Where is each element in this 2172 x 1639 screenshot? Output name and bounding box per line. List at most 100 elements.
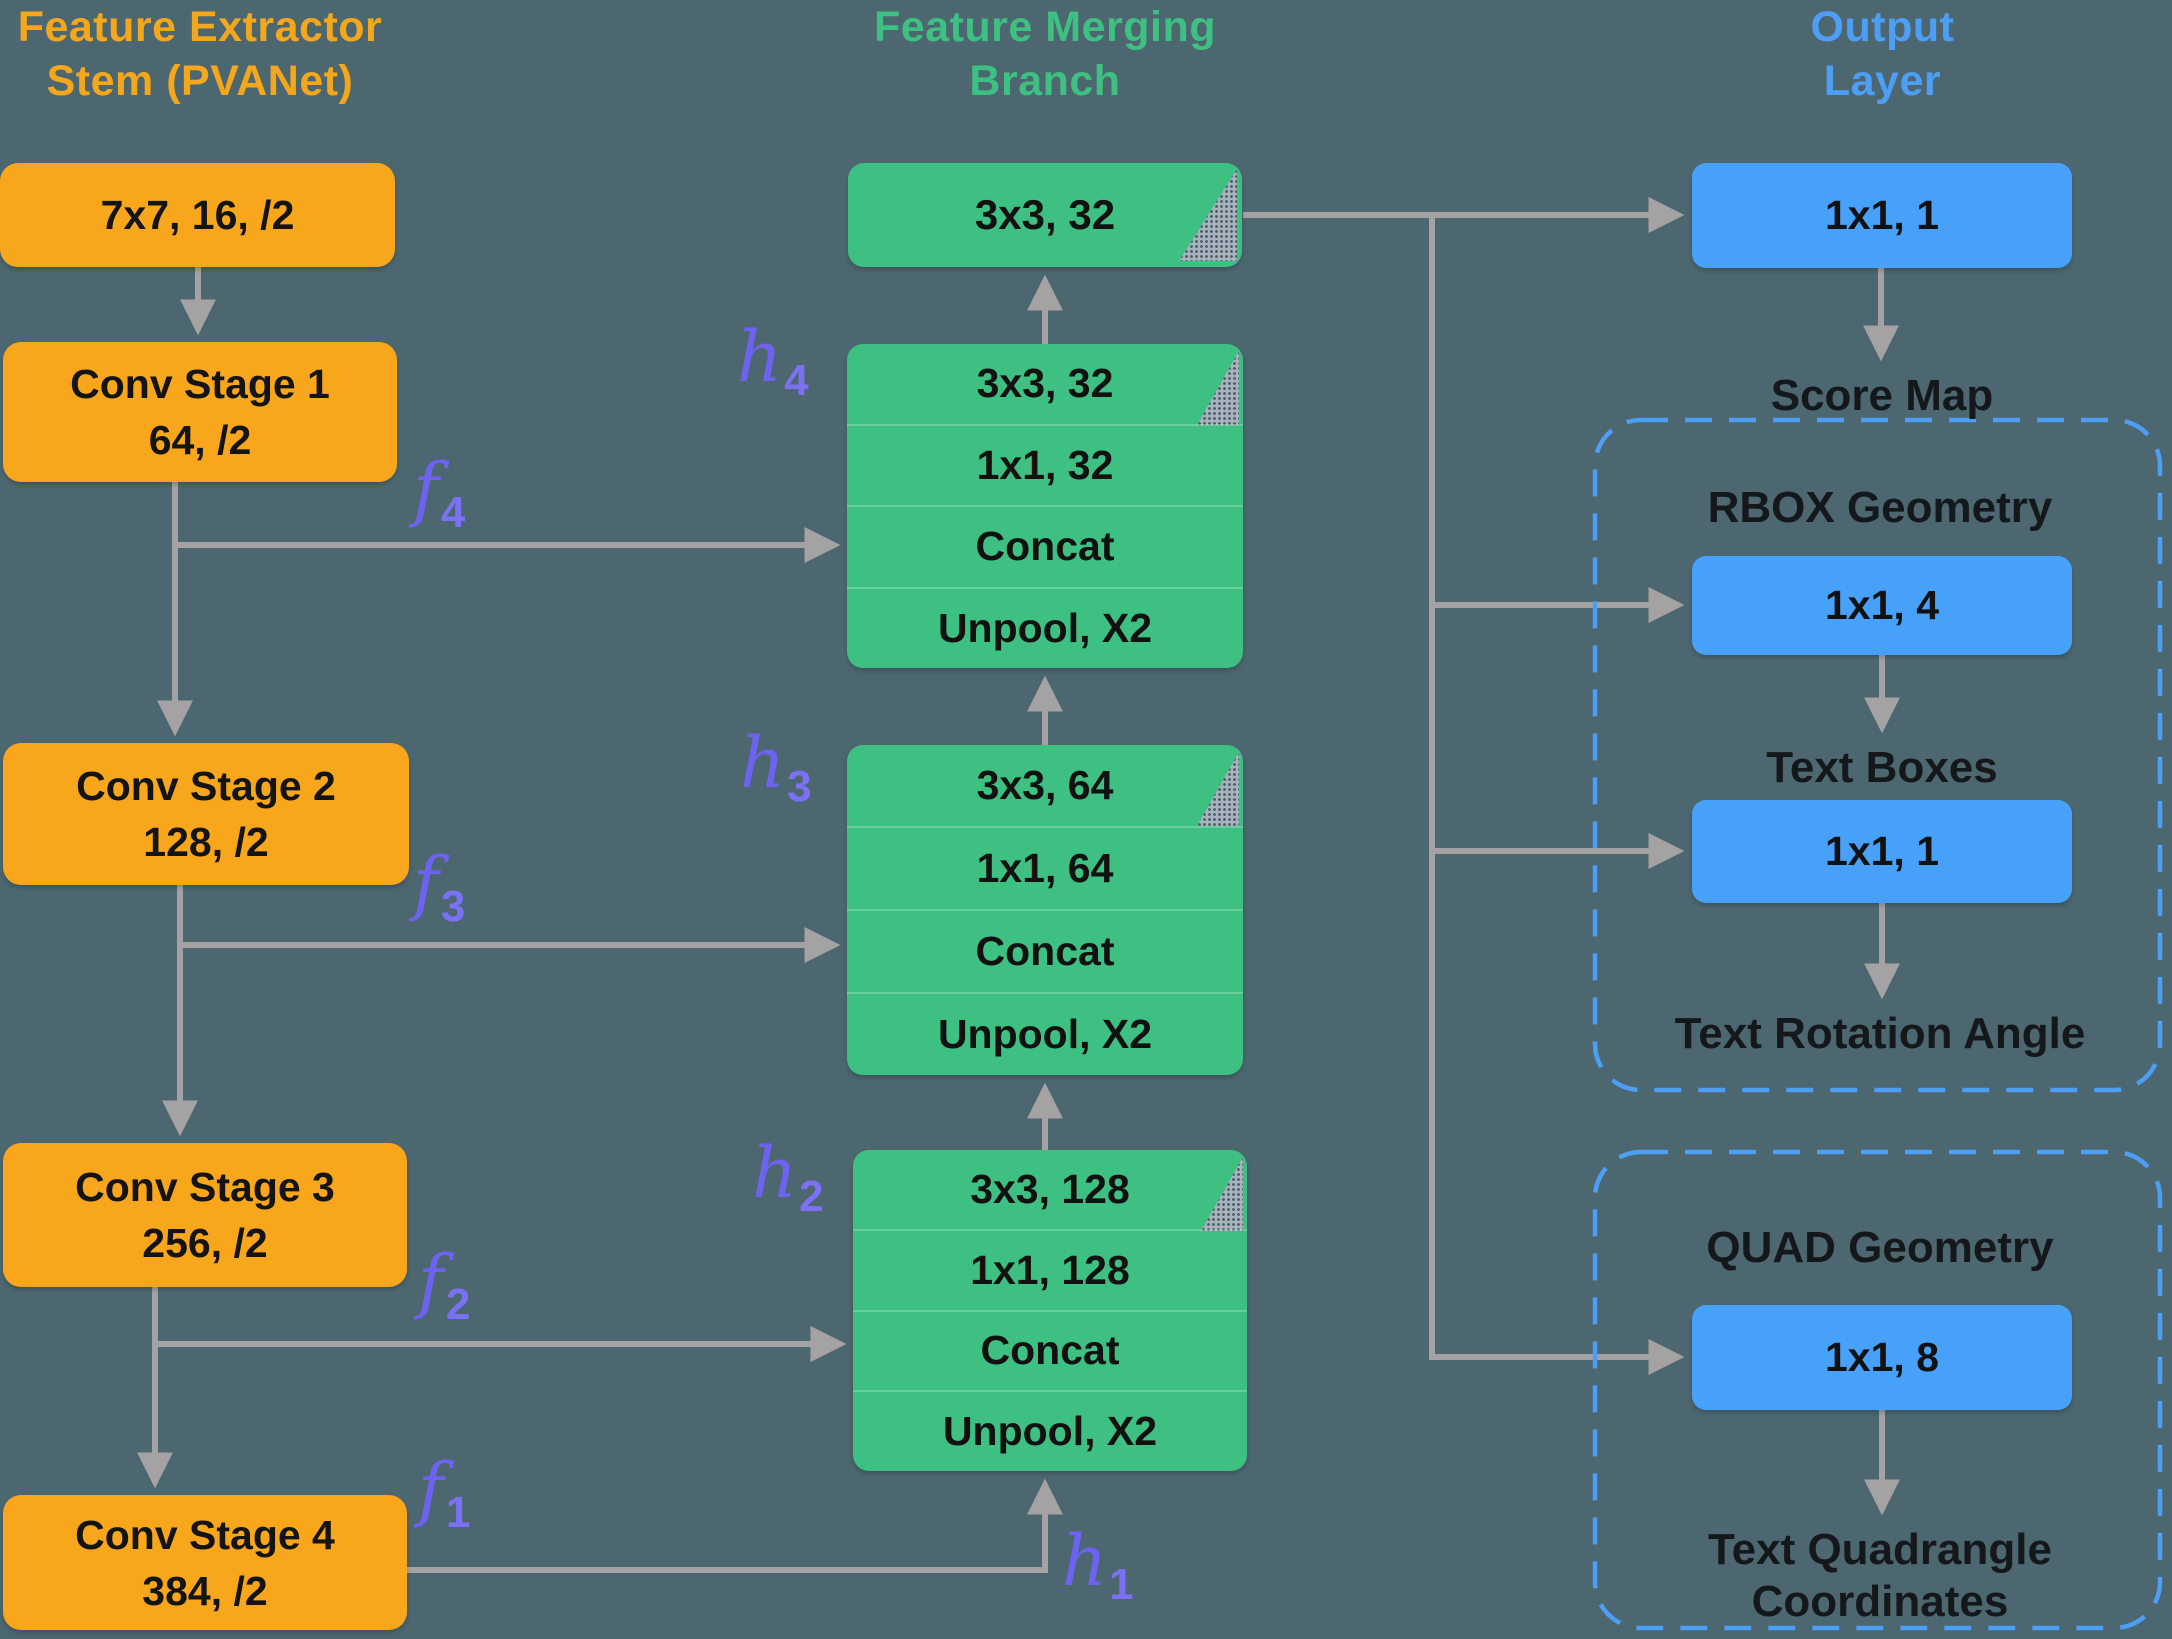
h3-row-unpool: Unpool, X2: [847, 992, 1243, 1075]
merge-column-header: Feature Merging Branch: [835, 0, 1255, 108]
rbox-group-border: [1592, 417, 2163, 1093]
quad-geometry-title: QUAD Geometry: [1706, 1223, 2054, 1272]
h3-row-conv3x3: 3x3, 64: [847, 745, 1243, 826]
stem-column-header: Feature Extractor Stem (PVANet): [0, 0, 400, 108]
merge-label-h3: h3: [740, 722, 812, 811]
h4-row-conv3x3: 3x3, 32: [847, 344, 1243, 425]
f2-subscript: 2: [445, 1280, 471, 1329]
conv-stage-4-title: Conv Stage 4: [75, 1511, 335, 1558]
conv-stage-2-title: Conv Stage 2: [76, 763, 336, 809]
stem-box-conv-stage-1: Conv Stage 1 64, /2: [3, 342, 397, 482]
folded-corner-icon: [1201, 1157, 1243, 1231]
h3-subscript: 3: [787, 762, 812, 811]
h4-row-conv1x1-label: 1x1, 32: [976, 441, 1114, 488]
output-score-conv-box: 1x1, 1: [1692, 163, 2072, 268]
stem-box-conv-stage-2: Conv Stage 2 128, /2: [3, 743, 409, 885]
stem-box-7x7: 7x7, 16, /2: [0, 163, 395, 267]
feature-label-f1: f1: [418, 1448, 470, 1537]
merge-label-h2: h2: [752, 1132, 824, 1221]
h2-row-conv3x3-label: 3x3, 128: [970, 1165, 1130, 1212]
quad-group-border: [1592, 1149, 2163, 1631]
quad-result-line1: Text Quadrangle: [1708, 1525, 2052, 1574]
h3-row-concat-label: Concat: [975, 928, 1115, 974]
f2-glyph: f: [418, 1240, 444, 1322]
h1-glyph: h: [1062, 1520, 1108, 1602]
h2-row-concat: Concat: [853, 1309, 1247, 1391]
merge-output-conv-label: 3x3, 32: [974, 191, 1116, 238]
h2-subscript: 2: [799, 1172, 824, 1221]
h2-glyph: h: [752, 1132, 798, 1214]
feature-label-f2: f2: [418, 1240, 470, 1329]
h4-glyph: h: [737, 316, 783, 398]
rbox-conv-1x1-1-label: 1x1, 1: [1825, 828, 1939, 874]
h3-row-conv1x1: 1x1, 64: [847, 826, 1243, 909]
h4-subscript: 4: [784, 356, 809, 405]
quad-result-line2: Coordinates: [1751, 1577, 2009, 1626]
h4-row-conv3x3-label: 3x3, 32: [976, 360, 1114, 407]
conv-stage-3-title: Conv Stage 3: [75, 1164, 335, 1210]
f1-glyph: f: [418, 1448, 444, 1530]
h4-row-unpool: Unpool, X2: [847, 586, 1243, 669]
output-score-conv-label: 1x1, 1: [1825, 192, 1939, 238]
score-map-label: Score Map: [1770, 371, 1994, 420]
h1-subscript: 1: [1109, 1560, 1134, 1609]
h3-row-concat: Concat: [847, 909, 1243, 992]
merge-label-h4: h4: [737, 316, 809, 405]
h4-row-concat-label: Concat: [975, 523, 1115, 570]
h2-row-conv1x1-label: 1x1, 128: [970, 1246, 1130, 1293]
f4-glyph: f: [413, 448, 439, 530]
stem-box-7x7-label: 7x7, 16, /2: [100, 192, 295, 238]
output-header-line1: Output: [1810, 3, 1955, 51]
stem-box-conv-stage-4: Conv Stage 4 384, /2: [3, 1495, 407, 1630]
feature-label-f4: f4: [413, 448, 465, 537]
rbox-geometry-title: RBOX Geometry: [1707, 483, 2053, 532]
merge-label-h1: h1: [1062, 1520, 1134, 1609]
h4-row-concat: Concat: [847, 505, 1243, 587]
h3-glyph: h: [740, 722, 786, 804]
feature-label-f3: f3: [413, 842, 465, 931]
folded-corner-icon: [1179, 169, 1237, 261]
merge-output-conv-box: 3x3, 32: [848, 163, 1242, 267]
conv-stage-1-title: Conv Stage 1: [70, 361, 330, 407]
conv-stage-3-params: 256, /2: [142, 1220, 268, 1266]
text-rotation-angle-label: Text Rotation Angle: [1674, 1009, 2086, 1058]
stem-header-line1: Feature Extractor: [17, 3, 383, 51]
conv-stage-1-params: 64, /2: [148, 417, 252, 463]
merge-block-h4: 3x3, 32 1x1, 32 Concat Unpool, X2: [847, 344, 1243, 668]
f3-glyph: f: [413, 842, 439, 924]
arrow-f1-h1: [407, 1478, 1063, 1573]
h4-row-unpool-label: Unpool, X2: [937, 604, 1153, 651]
h2-row-unpool: Unpool, X2: [853, 1390, 1247, 1471]
stem-box-conv-stage-3: Conv Stage 3 256, /2: [3, 1143, 407, 1287]
rbox-conv-1x1-4-box: 1x1, 4: [1692, 556, 2072, 655]
f4-subscript: 4: [440, 488, 466, 537]
h3-row-conv1x1-label: 1x1, 64: [976, 845, 1114, 891]
merge-header-line1: Feature Merging: [874, 3, 1216, 51]
h3-row-unpool-label: Unpool, X2: [937, 1011, 1153, 1057]
merge-block-h2: 3x3, 128 1x1, 128 Concat Unpool, X2: [853, 1150, 1247, 1471]
h2-row-unpool-label: Unpool, X2: [942, 1408, 1158, 1455]
text-quadrangle-coordinates-label: Text Quadrangle Coordinates: [1620, 1524, 2140, 1628]
rbox-conv-1x1-4-label: 1x1, 4: [1825, 582, 1939, 628]
conv-stage-2-params: 128, /2: [143, 819, 269, 865]
trunk-to-quad: [1429, 215, 1685, 1375]
merge-block-h3: 3x3, 64 1x1, 64 Concat Unpool, X2: [847, 745, 1243, 1075]
conv-stage-4-params: 384, /2: [142, 1567, 268, 1614]
stem-header-line2: Stem (PVANet): [46, 57, 354, 105]
output-column-header: Output Layer: [1700, 0, 2065, 108]
h2-row-conv1x1: 1x1, 128: [853, 1228, 1247, 1310]
h4-row-conv1x1: 1x1, 32: [847, 423, 1243, 506]
output-header-line2: Layer: [1823, 57, 1942, 105]
h2-row-concat-label: Concat: [980, 1327, 1120, 1374]
f1-subscript: 1: [445, 1488, 471, 1537]
merge-header-line2: Branch: [969, 57, 1121, 105]
folded-corner-icon: [1197, 351, 1239, 425]
h2-row-conv3x3: 3x3, 128: [853, 1150, 1247, 1231]
text-boxes-label: Text Boxes: [1766, 743, 1998, 792]
h3-row-conv3x3-label: 3x3, 64: [976, 762, 1114, 808]
f3-subscript: 3: [440, 882, 466, 931]
quad-conv-1x1-8-label: 1x1, 8: [1825, 1334, 1939, 1380]
quad-conv-1x1-8-box: 1x1, 8: [1692, 1305, 2072, 1410]
